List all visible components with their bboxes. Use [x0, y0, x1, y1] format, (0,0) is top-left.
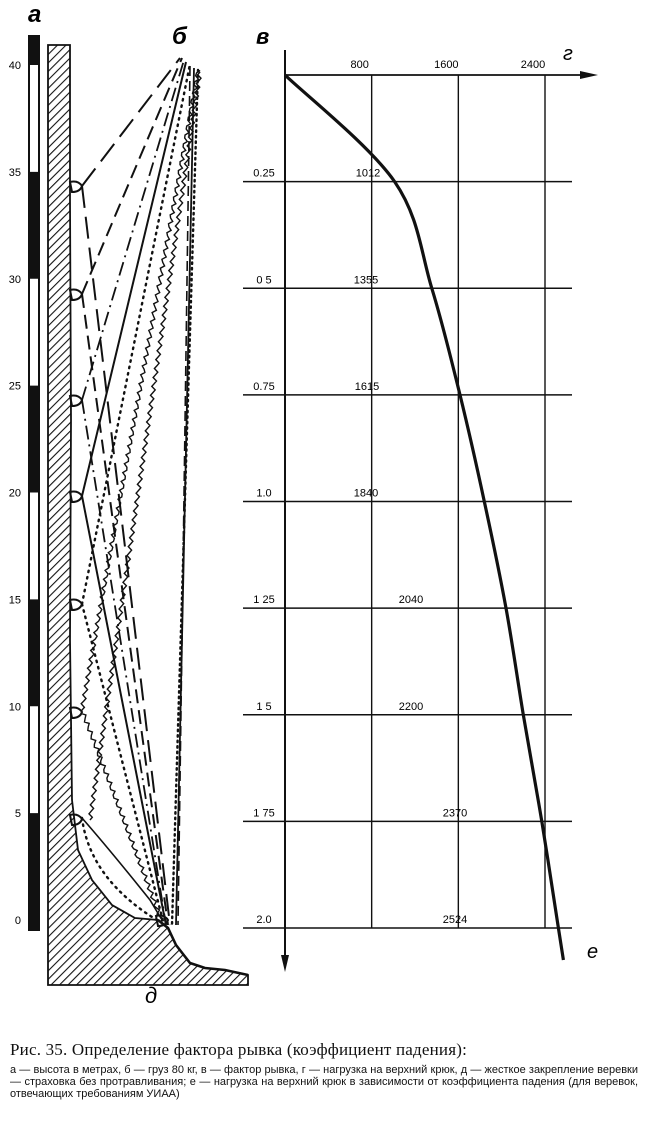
rope-line-dashdot — [81, 59, 185, 926]
rope-line-wavy — [88, 71, 202, 821]
caption-title: Рис. 35. Определение фактора рывка (коэф… — [10, 1040, 467, 1059]
data-label: 2200 — [399, 701, 423, 713]
scale-segment — [29, 813, 39, 920]
height-tick-label: 40 — [9, 60, 21, 72]
rope-line-solid — [175, 67, 195, 926]
rope-line-dotted — [80, 816, 162, 924]
y-tick-label: 2.0 — [256, 914, 271, 926]
rock-wall — [47, 44, 249, 986]
height-scale: 40 35 30 25 20 15 10 5 0 — [9, 35, 40, 931]
rope-line-dotted — [170, 68, 200, 927]
y-tick-label: 0 5 — [256, 274, 271, 286]
x-tick-label: 800 — [350, 59, 368, 71]
data-label: 2524 — [443, 914, 467, 926]
scale-segment — [29, 920, 39, 930]
x-axis-arrow — [580, 71, 598, 79]
rope-line-dotted — [80, 62, 192, 927]
y-tick-label: 1 5 — [256, 701, 271, 713]
load-curve — [283, 73, 565, 961]
rope-line-solid — [81, 61, 187, 926]
height-tick-label: 15 — [9, 594, 21, 606]
y-tick-label: 0.25 — [253, 168, 274, 180]
height-tick-label: 20 — [9, 488, 21, 500]
y-tick-label: 0.75 — [253, 381, 274, 393]
label-g: г — [563, 43, 573, 65]
y-tick-label: 1 75 — [253, 807, 274, 819]
y-tick-label: 1 25 — [253, 594, 274, 606]
rope-line-wavy — [80, 69, 201, 924]
piton-icon — [68, 288, 84, 302]
caption-text: а — высота в метрах, б — груз 80 кг, в —… — [10, 1064, 638, 1100]
piton-icon — [68, 490, 84, 504]
label-e: е — [587, 941, 598, 963]
y-tick-label: 1.0 — [256, 488, 271, 500]
x-tick-label: 2400 — [521, 59, 545, 71]
rope-line-solid — [81, 817, 163, 921]
height-tick-label: 0 — [15, 915, 21, 927]
rope-line-dashed — [177, 65, 191, 926]
height-tick-label: 35 — [9, 167, 21, 179]
height-tick-label: 30 — [9, 274, 21, 286]
data-label: 1012 — [356, 168, 380, 180]
height-tick-label: 25 — [9, 381, 21, 393]
rope-line-dashed — [81, 57, 183, 926]
height-tick-label: 5 — [15, 808, 21, 820]
figure-caption: Рис. 35. Определение фактора рывка (коэф… — [10, 1040, 638, 1100]
label-b: б — [172, 23, 188, 50]
y-axis-arrow — [281, 955, 289, 972]
data-label: 1355 — [354, 274, 378, 286]
data-label: 2040 — [399, 594, 423, 606]
x-tick-label: 1600 — [434, 59, 458, 71]
rope-lines — [80, 57, 202, 927]
label-v: в — [256, 24, 269, 49]
scale-segment — [29, 385, 39, 493]
height-tick-label: 10 — [9, 701, 21, 713]
fall-factor-figure: а 40 35 30 25 20 15 10 5 0 — [9, 1, 598, 1008]
label-a: а — [28, 1, 41, 28]
data-label: 1840 — [354, 488, 378, 500]
data-label: 1615 — [355, 381, 379, 393]
label-d: д — [145, 983, 157, 1008]
piton-icon — [68, 598, 84, 612]
scale-segment — [29, 599, 39, 707]
rope-line-dashed — [81, 57, 181, 926]
data-label: 2370 — [443, 807, 467, 819]
ground-line — [157, 918, 249, 977]
rock-wall-diagram: а 40 35 30 25 20 15 10 5 0 — [9, 1, 249, 1008]
piton-icon — [68, 180, 84, 194]
scale-segment — [29, 171, 39, 279]
piton-icon — [68, 394, 84, 408]
scale-segment — [29, 36, 39, 65]
piton-icon — [68, 706, 84, 720]
